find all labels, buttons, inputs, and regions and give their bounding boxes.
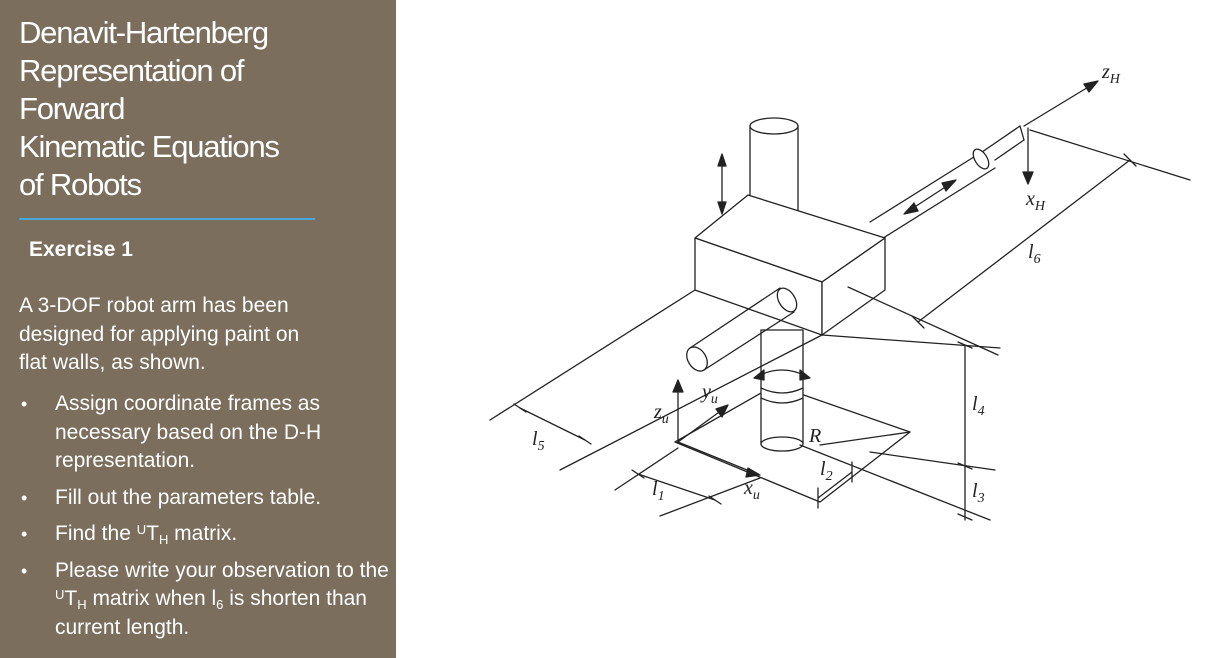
length-subscript: 6 — [216, 597, 224, 612]
slide-text-panel: Denavit-Hartenberg Representation of For… — [0, 0, 396, 658]
task-item: • Assign coordinate frames as necessary … — [19, 390, 389, 476]
xu-axis — [677, 441, 753, 473]
task-text-tail: matrix. — [168, 522, 238, 545]
horizontal-arm — [869, 125, 1025, 241]
matrix-symbol: T — [64, 587, 78, 610]
task-text: Fill out the parameters table. — [55, 485, 322, 509]
exercise-heading: Exercise 1 — [29, 238, 133, 261]
bullet-icon: • — [21, 394, 28, 414]
bullet-icon: • — [21, 560, 28, 581]
l6-dimension — [847, 129, 1191, 356]
matrix-subscript: H — [77, 597, 87, 612]
l2-label: l2 — [820, 458, 833, 484]
task-item: • Fill out the parameters table. — [19, 484, 389, 513]
zH-label: zH — [1101, 61, 1121, 87]
yu-axis — [677, 409, 723, 443]
task-text: Please write your observation to the — [55, 558, 389, 582]
task-text-tail: is shorten than current length. — [55, 587, 367, 639]
zH-axis — [1023, 85, 1091, 127]
l1-label: l1 — [652, 478, 665, 504]
l2-dimension — [817, 431, 911, 509]
task-text-mid: matrix when l — [86, 587, 217, 610]
matrix-subscript: H — [158, 532, 169, 547]
bullet-icon: • — [21, 524, 28, 544]
exercise-intro: A 3-DOF robot arm has been designed for … — [19, 294, 300, 374]
yu-label: yu — [700, 381, 718, 407]
task-item: • Find the UTH matrix. — [19, 520, 389, 549]
slide-title: Denavit-Hartenberg Representation of For… — [19, 15, 280, 202]
matrix-symbol: T — [146, 522, 159, 545]
matrix-superscript: U — [136, 522, 147, 537]
l3-label: l3 — [972, 480, 985, 506]
xu-label: xu — [743, 477, 760, 503]
front-stub-arm — [686, 287, 798, 372]
matrix-superscript: U — [55, 587, 65, 602]
R-label: R — [808, 425, 821, 447]
l4-l3-dimension — [799, 334, 1001, 521]
robot-arm-diagram: zH xH l6 l4 l3 l5 l1 l2 yu zu xu R — [489, 61, 1191, 521]
zu-label: zu — [653, 401, 669, 427]
l1-dimension — [614, 447, 761, 517]
title-divider — [19, 218, 315, 220]
task-text: Assign coordinate frames as necessary ba… — [55, 392, 322, 472]
l5-label: l5 — [532, 428, 545, 454]
bullet-icon: • — [21, 487, 28, 508]
extension-motion-arrow — [909, 183, 951, 211]
l4-label: l4 — [972, 393, 985, 419]
task-item: • Please write your observation to the U… — [19, 557, 389, 643]
xH-label: xH — [1025, 188, 1046, 214]
l5-dimension — [489, 289, 823, 471]
task-list: • Assign coordinate frames as necessary … — [19, 390, 389, 650]
l6-label: l6 — [1028, 241, 1041, 267]
task-text: Find the — [55, 522, 137, 545]
